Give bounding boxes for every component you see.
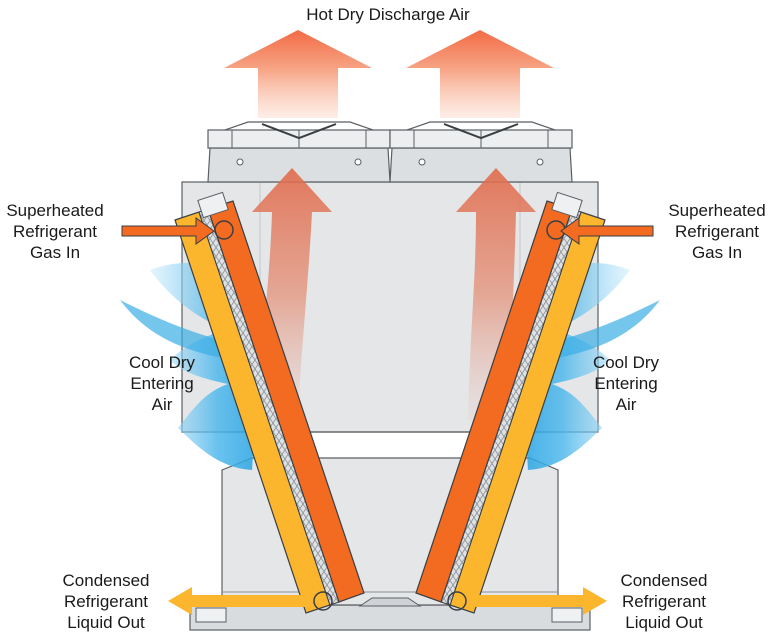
gas-in-arrow-right	[560, 217, 654, 245]
label-air-in-left: Cool Dry Entering Air	[128, 353, 196, 414]
liquid-out-arrow-right	[469, 587, 607, 615]
center-drain-tray	[358, 597, 422, 607]
coil-right	[415, 191, 606, 614]
gas-in-arrow-left	[121, 217, 215, 245]
cool-air-arrow-right	[512, 300, 660, 380]
base-foot-left	[195, 607, 227, 623]
inlet-port-left-icon	[214, 220, 234, 240]
cabinet-base-rail	[189, 604, 591, 631]
label-air-in-right: Cool Dry Entering Air	[592, 353, 660, 414]
label-hot-dry-discharge-air: Hot Dry Discharge Air	[306, 5, 470, 24]
fan-guard-left-icon	[261, 123, 337, 140]
fan-guard-right-icon	[443, 123, 519, 140]
liquid-out-arrow-left	[168, 587, 306, 615]
cool-air-arrow-left	[120, 300, 268, 380]
internal-hot-air-arrow-right	[456, 168, 536, 420]
label-gas-in-right: Superheated Refrigerant Gas In	[668, 201, 766, 262]
hot-discharge-arrow-left	[224, 30, 372, 118]
label-gas-in-left: Superheated Refrigerant Gas In	[6, 201, 104, 262]
fan-housing-left	[207, 121, 391, 183]
coil-left	[174, 191, 365, 614]
hot-discharge-arrow-right	[406, 30, 554, 118]
label-liquid-out-right: Condensed Refrigerant Liquid Out	[620, 571, 708, 632]
fan-housing-right	[389, 121, 573, 183]
label-liquid-out-left: Condensed Refrigerant Liquid Out	[62, 571, 150, 632]
base-foot-right	[551, 607, 583, 623]
outlet-port-right-icon	[447, 591, 467, 611]
outlet-port-left-icon	[313, 591, 333, 611]
